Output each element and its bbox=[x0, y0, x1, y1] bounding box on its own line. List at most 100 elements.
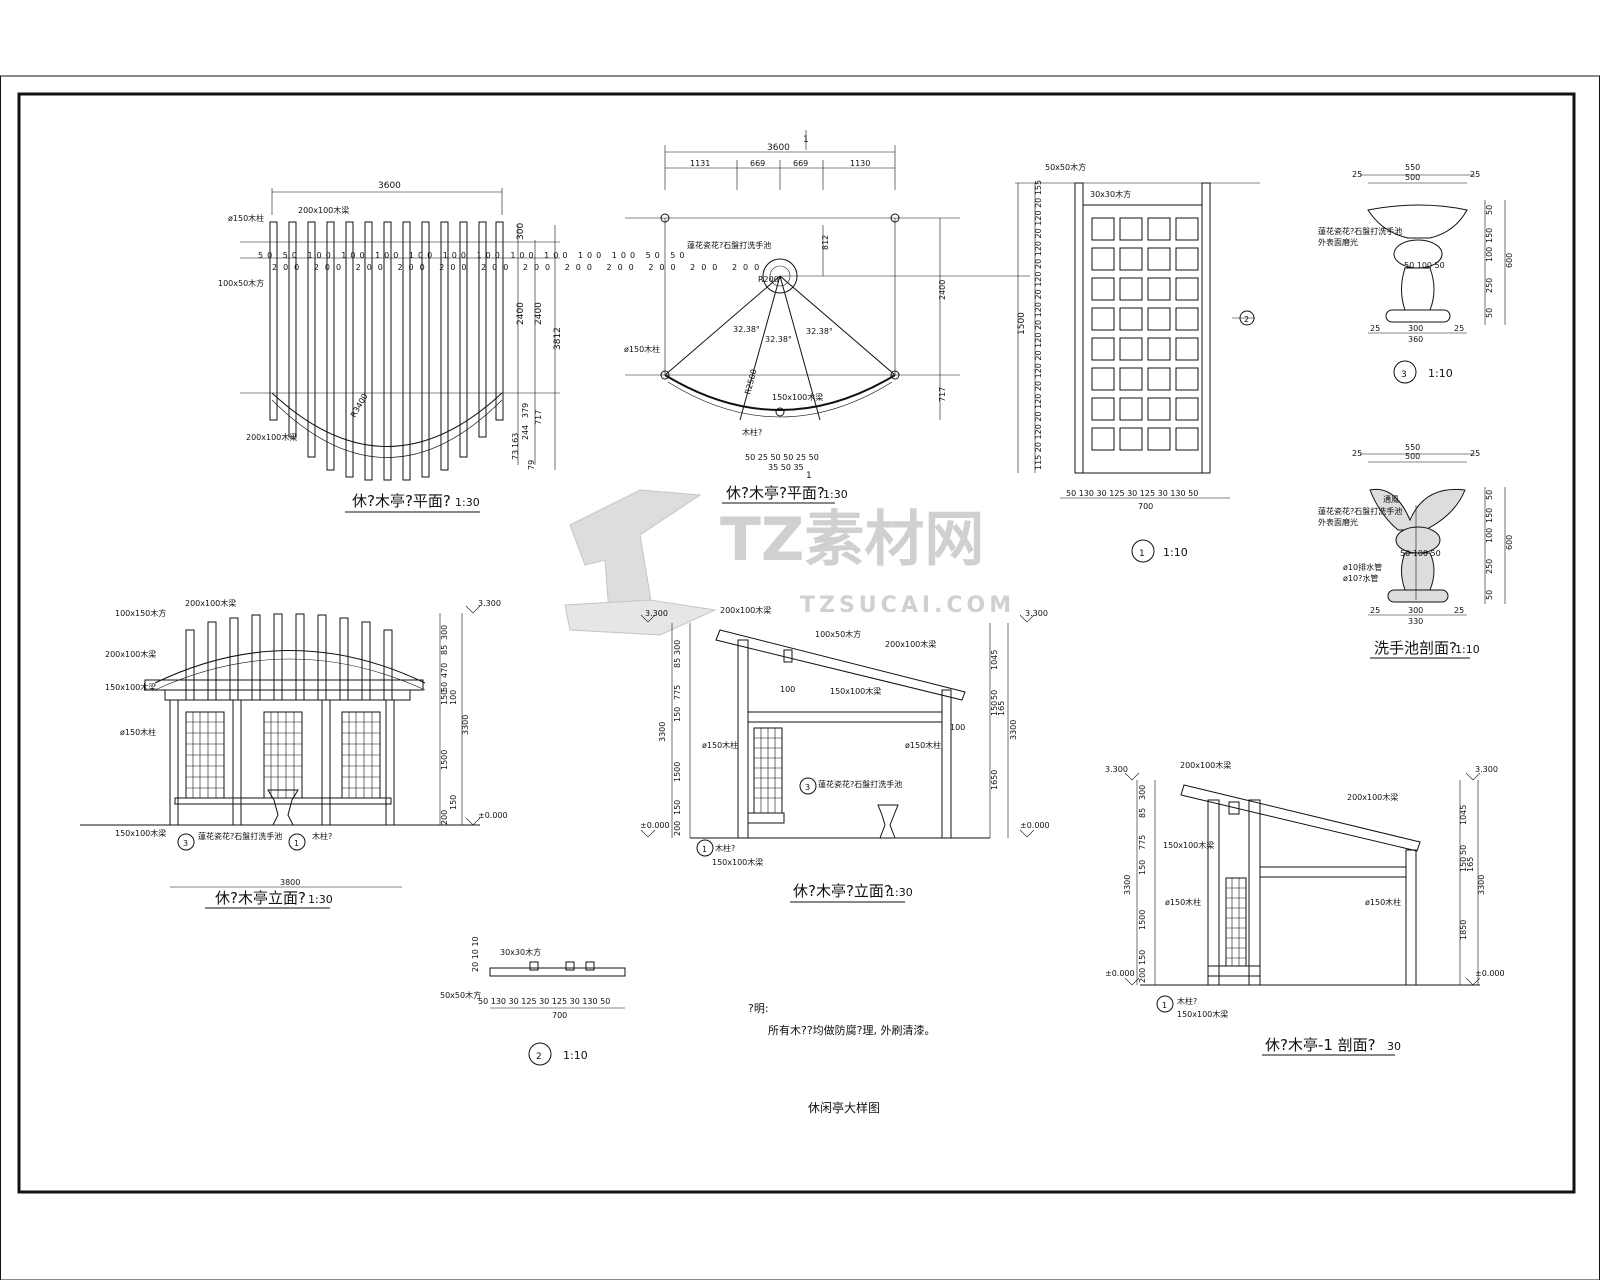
front-label-5: 150x100木梁 bbox=[115, 828, 166, 838]
sinksec-dim-550: 550 bbox=[1405, 443, 1420, 452]
front-dim-4: 150 bbox=[440, 690, 449, 705]
sink-section: 550 500 25 25 通風 蓮花瓷花?石盤打洗手池 外表面磨光 ø10排水… bbox=[1318, 443, 1514, 659]
sink3-mid: 50 100 50 bbox=[1404, 261, 1445, 270]
sink3-dim-500: 500 bbox=[1405, 173, 1420, 182]
sink-detail: 550 500 25 25 蓮花瓷花?石盤打洗手池 外表面磨光 50 100 5… bbox=[1318, 163, 1514, 384]
side-marker1-circle bbox=[696, 839, 714, 857]
section-title: 休?木亭-1 剖面? bbox=[1265, 1036, 1376, 1054]
sinksec-dim-500: 500 bbox=[1405, 452, 1420, 461]
panel1-marker-circle bbox=[1131, 539, 1155, 563]
plan-dim-2: 2400 bbox=[534, 302, 544, 325]
roof-seg-1: 669 bbox=[750, 159, 765, 168]
side-rdim-3: 165 bbox=[997, 701, 1006, 716]
section-ldim-5: 1500 bbox=[1138, 910, 1147, 930]
sinksec-dim-l: 25 bbox=[1352, 449, 1362, 458]
sink3-r0: 50 bbox=[1485, 205, 1494, 215]
panel1-vdims: 115 20 120 20 120 20 120 20 120 20 120 2… bbox=[1034, 180, 1043, 470]
plan-dim-9: 79 bbox=[527, 460, 536, 470]
sink3-label-0: 蓮花瓷花?石盤打洗手池 bbox=[1318, 226, 1402, 236]
panel2-total: 700 bbox=[552, 1011, 567, 1020]
section-rdim-2: 150 bbox=[1459, 857, 1468, 872]
side-inner-1: 100 bbox=[950, 723, 965, 732]
section-elev-bot-l: ±0.000 bbox=[1105, 969, 1135, 978]
sink3-dim-550: 550 bbox=[1405, 163, 1420, 172]
roof-angle-1: 32.38° bbox=[765, 335, 792, 344]
sinksec-b3: 25 bbox=[1454, 606, 1464, 615]
plan-view: 3600 300 2400 2400 3812 379 bbox=[218, 181, 759, 513]
plan-dim-6: 717 bbox=[534, 410, 543, 425]
watermark: TZ素材网 TZSUCAI.COM bbox=[564, 489, 1011, 636]
sink3-scale: 1:10 bbox=[1428, 367, 1453, 380]
front-title: 休?木亭立面? bbox=[215, 889, 306, 907]
panel2-marker: 2 bbox=[536, 1052, 542, 1062]
front-label-7: 木柱? bbox=[312, 831, 332, 841]
sinksec-dim-r: 25 bbox=[1470, 449, 1480, 458]
inner-border bbox=[17, 92, 1576, 1194]
panel2-bdims: 50 130 30 125 30 125 30 130 50 bbox=[478, 997, 610, 1006]
sinksec-r1: 150 bbox=[1485, 508, 1494, 523]
roof-section-mark-bottom: 1 bbox=[806, 471, 812, 481]
plan-rafters bbox=[269, 221, 504, 481]
panel2-label-0: 30x30木方 bbox=[500, 947, 541, 957]
front-dim-9: 200 bbox=[440, 810, 449, 825]
roof-sink-label: 蓮花瓷花?石盤打洗手池 bbox=[687, 240, 771, 250]
front-label-3: 150x100木梁 bbox=[105, 682, 156, 692]
roof-seg-3: 1130 bbox=[850, 159, 870, 168]
plan-label-0: ø150木柱 bbox=[228, 213, 264, 223]
plan-title: 休?木亭?平面? bbox=[352, 492, 451, 510]
side-elev-bot-r: ±0.000 bbox=[1020, 821, 1050, 830]
side-ldim-3: 150 bbox=[673, 707, 682, 722]
front-dim-7: 1500 bbox=[440, 750, 449, 770]
side-rdim-4: 3300 bbox=[1009, 720, 1018, 740]
sink3-r4: 50 bbox=[1485, 308, 1494, 318]
front-lattice-2 bbox=[263, 711, 303, 799]
section-ldim-6: 150 bbox=[1138, 950, 1147, 965]
plan-label-3: 200x100木梁 bbox=[246, 432, 297, 442]
side-label-1: 100x50木方 bbox=[815, 629, 861, 639]
side-title: 休?木亭?立面? bbox=[793, 882, 892, 900]
plan-dim-8: 73 bbox=[511, 450, 520, 460]
front-label-6: 蓮花瓷花?石盤打洗手池 bbox=[198, 831, 282, 841]
section-view: 3.300 ±0.000 3.300 ±0.000 300 85 775 150… bbox=[1105, 760, 1505, 1056]
plan-top-spacing: 50 50 100 100 100 100 100 100 100 100 10… bbox=[258, 251, 688, 260]
roof-angle-0: 32.38° bbox=[733, 325, 760, 334]
roof-post-br bbox=[890, 370, 900, 380]
plan-dim-1: 2400 bbox=[516, 302, 526, 325]
panel1-inner-label: 30x30木方 bbox=[1090, 189, 1131, 199]
notes-text: 所有木??均做防腐?理, 外刷清漆。 bbox=[768, 1023, 936, 1037]
roof-dim-2: 717 bbox=[938, 387, 947, 402]
section-marker: 1 bbox=[1162, 1001, 1167, 1010]
sinksec-r4: 50 bbox=[1485, 590, 1494, 600]
sheet-title: 休闲亭大样图 bbox=[808, 1100, 880, 1115]
front-label-0: 100x150木方 bbox=[115, 608, 166, 618]
front-dim-0: 300 bbox=[440, 625, 449, 640]
plan-label-2: 100x50木方 bbox=[218, 278, 264, 288]
front-scale: 1:30 bbox=[308, 893, 333, 906]
sink3-r5: 600 bbox=[1505, 253, 1514, 268]
roof-bottom-dims-2: 35 50 35 bbox=[768, 463, 804, 472]
sink3-r2: 100 bbox=[1485, 247, 1494, 262]
section-label-4: ø150木柱 bbox=[1365, 897, 1401, 907]
roof-label-1: 150x100木梁 bbox=[772, 392, 823, 402]
sinksec-b0: 25 bbox=[1370, 606, 1380, 615]
front-dim-6: 3300 bbox=[461, 715, 470, 735]
section-label-6: 150x100木梁 bbox=[1177, 1009, 1228, 1019]
sinksec-r0: 50 bbox=[1485, 490, 1494, 500]
side-inner-0: 100 bbox=[780, 685, 795, 694]
section-ldim-2: 775 bbox=[1138, 835, 1147, 850]
roof-label-2: 木柱? bbox=[742, 427, 762, 437]
plan-label-1: 200x100木梁 bbox=[298, 205, 349, 215]
sink3-dim-r: 25 bbox=[1470, 170, 1480, 179]
section-rdim-1: 50 bbox=[1459, 845, 1468, 855]
section-ldim-1: 85 bbox=[1138, 808, 1147, 818]
side-rdim-5: 1650 bbox=[990, 770, 999, 790]
outer-border bbox=[0, 75, 1600, 1280]
panel1-grid bbox=[1091, 217, 1199, 451]
panel1-scale: 1:10 bbox=[1163, 546, 1188, 559]
section-scale: 30 bbox=[1387, 1040, 1401, 1053]
side-rdim-1: 50 bbox=[990, 690, 999, 700]
front-dim-3: 50 bbox=[440, 682, 449, 692]
sinksec-b1: 300 bbox=[1408, 606, 1423, 615]
front-dim-1: 85 bbox=[440, 645, 449, 655]
